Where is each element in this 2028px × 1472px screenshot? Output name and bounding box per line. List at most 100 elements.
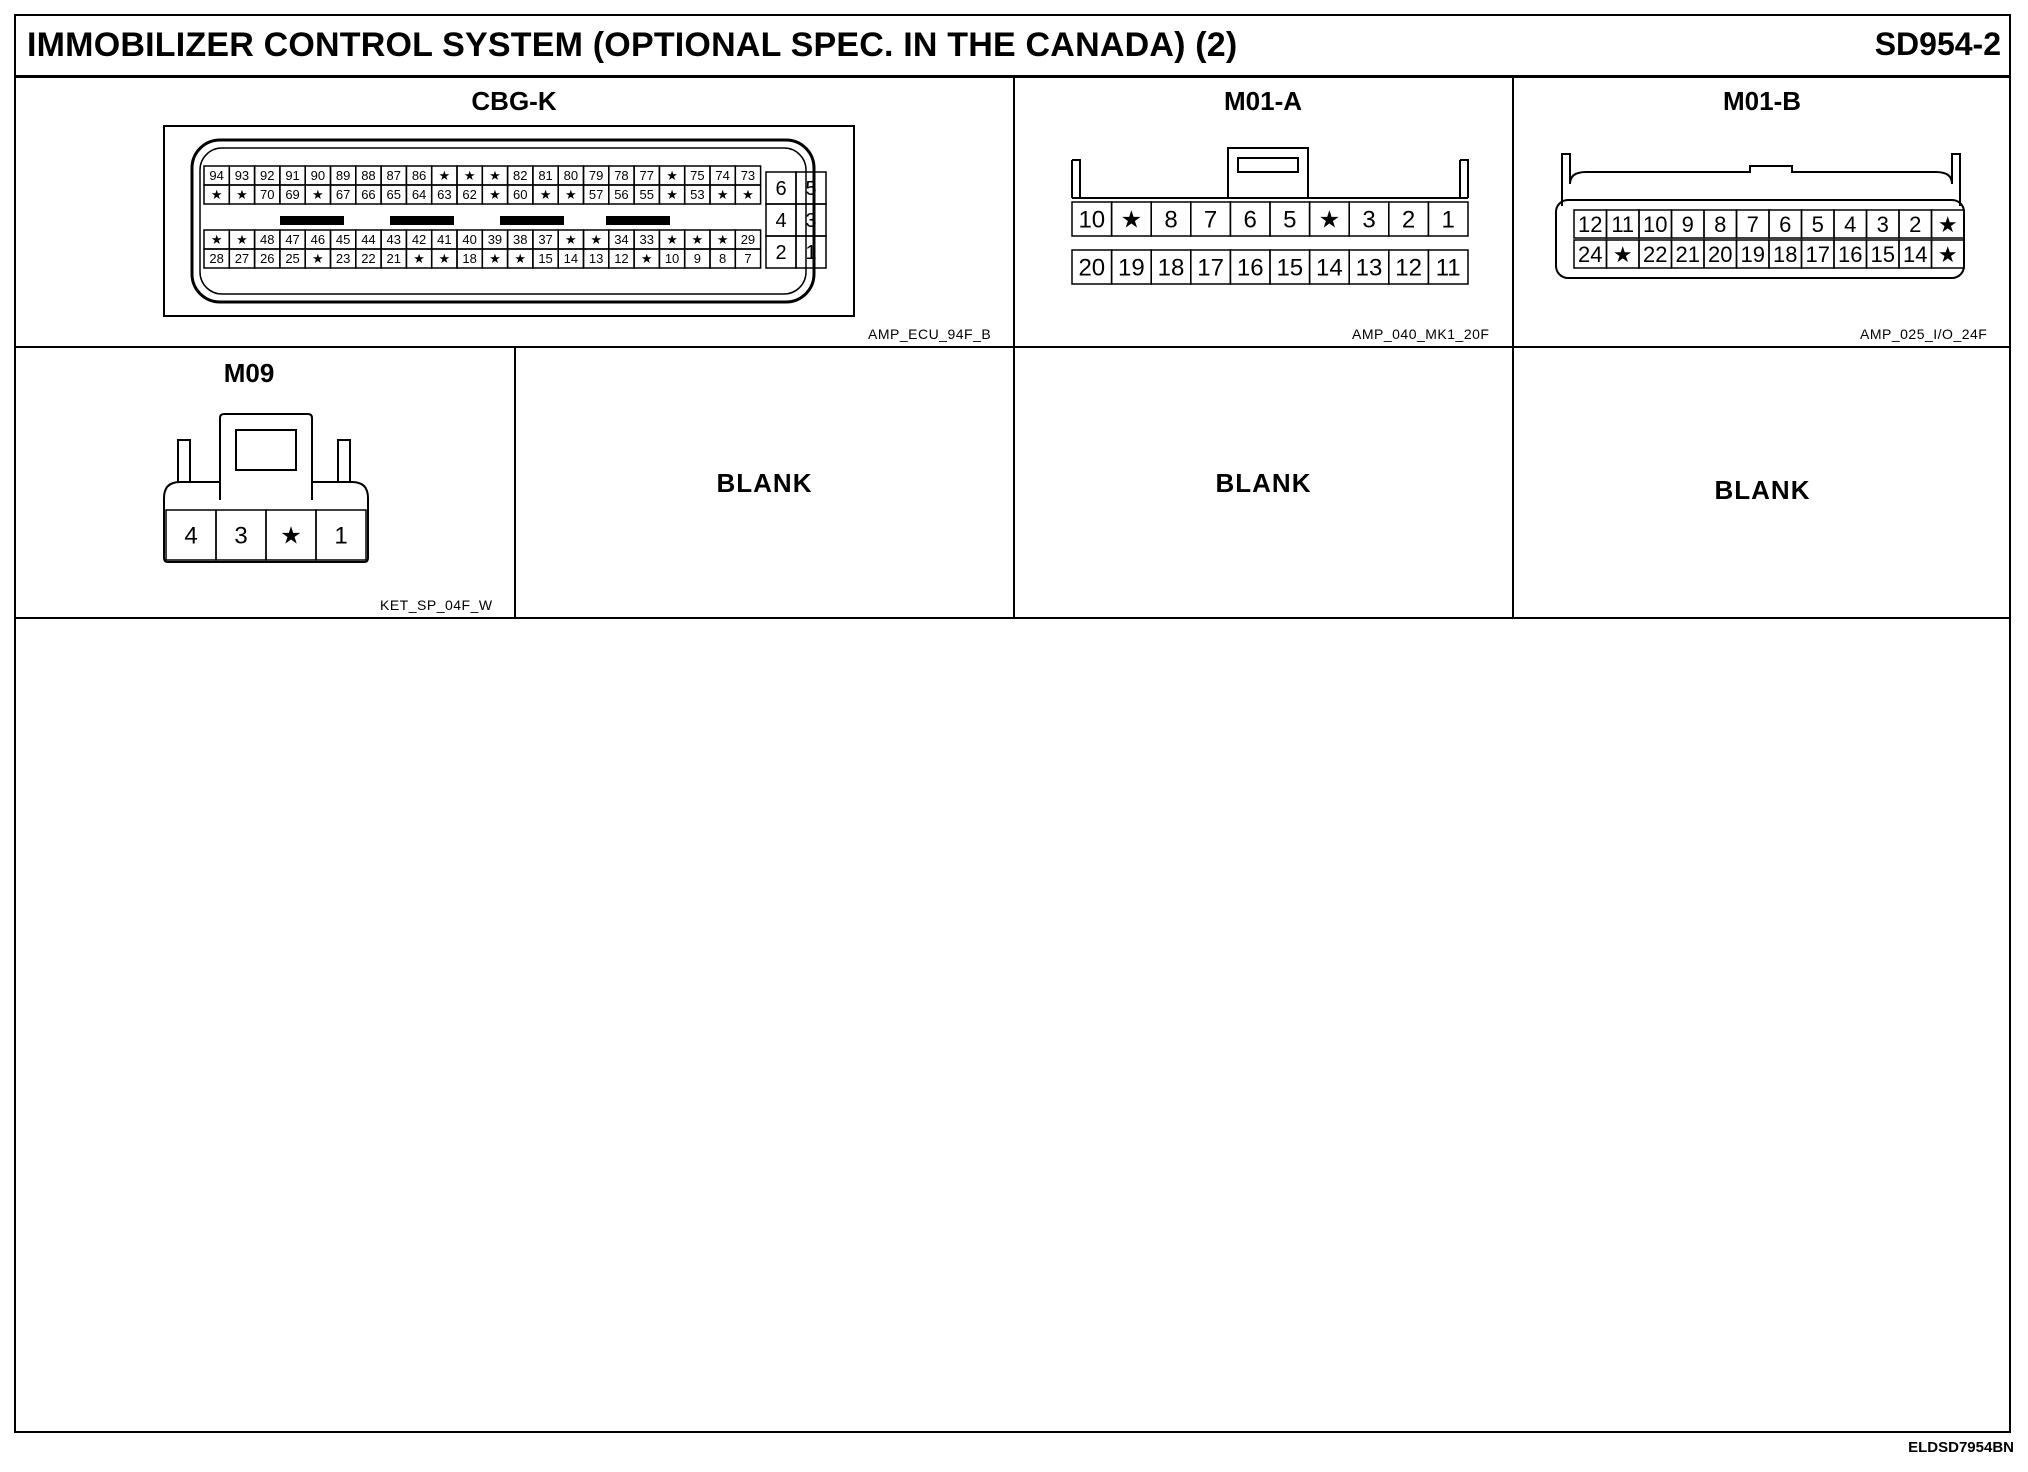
m01-a-pin-label: 20 — [1078, 255, 1105, 282]
m01-a-pin-label: 1 — [1442, 207, 1455, 234]
cbg-k-pin-label: 23 — [336, 251, 350, 266]
cbg-k-pin-label: 15 — [538, 251, 552, 266]
cbg-k-small-pin-label: 1 — [805, 242, 816, 264]
cbg-k-pin-label: ★ — [236, 187, 248, 202]
cbg-k-pin-label: 7 — [744, 251, 751, 266]
m01-a-pin-label: ★ — [1121, 207, 1143, 234]
cbg-k-small-pin-cell — [795, 235, 827, 269]
cbg-k-pin-label: 88 — [361, 168, 375, 183]
cbg-k-pin-label: 13 — [589, 251, 603, 266]
m01-a-pin-cell — [1427, 201, 1469, 237]
cbg-k-pin-label: 87 — [387, 168, 401, 183]
m01-a-pin-label: 12 — [1395, 255, 1422, 282]
cbg-k-pin-label: 73 — [741, 168, 755, 183]
cbg-k-pin-label: 65 — [387, 187, 401, 202]
cbg-k-pin-label: ★ — [565, 232, 577, 247]
cbg-k-pin-label: 39 — [488, 232, 502, 247]
cbg-k-pin-label: ★ — [236, 232, 248, 247]
m01-b-pin-cell — [1930, 239, 1965, 269]
m01-b-pin-label: 9 — [1682, 212, 1694, 237]
blank-label-3: BLANK — [1714, 475, 1811, 505]
cbg-k-pin-label: ★ — [489, 187, 501, 202]
cbg-k-pin-label: 60 — [513, 187, 527, 202]
cbg-k-pin-label: 91 — [285, 168, 299, 183]
cbg-k-pin-label: ★ — [717, 187, 729, 202]
connector-title-m01-a: M01-A — [1223, 86, 1302, 116]
connector-title-m01-b: M01-B — [1722, 86, 1801, 116]
cbg-k-pin-cell — [734, 184, 762, 205]
cbg-k-pin-label: 64 — [412, 187, 426, 202]
cbg-k-pin-label: ★ — [666, 232, 678, 247]
cbg-k-pin-label: 48 — [260, 232, 274, 247]
m09-pin-label: 3 — [234, 523, 247, 550]
m01-b-pin-label: 15 — [1871, 242, 1895, 267]
m01-b-pin-label: ★ — [1938, 242, 1958, 267]
cbg-k-pin-label: 43 — [387, 232, 401, 247]
m01-b-pin-label: 18 — [1773, 242, 1797, 267]
cbg-k-pin-label: 67 — [336, 187, 350, 202]
cbg-k-pin-label: 41 — [437, 232, 451, 247]
m01-a-pin-label: 5 — [1283, 207, 1296, 234]
cbg-k-pin-label: ★ — [717, 232, 729, 247]
row-divider-1 — [14, 346, 2011, 348]
part-code-m09: KET_SP_04F_W — [380, 597, 493, 613]
cbg-k-pin-label: 40 — [462, 232, 476, 247]
cbg-k-pin-label: 63 — [437, 187, 451, 202]
diagram-frame — [14, 14, 2011, 1433]
cbg-k-pin-label: 28 — [209, 251, 223, 266]
m01-a-pin-label: 16 — [1237, 255, 1264, 282]
cbg-k-pin-label: 21 — [387, 251, 401, 266]
cbg-k-pin-label: 92 — [260, 168, 274, 183]
cbg-k-pin-label: 14 — [564, 251, 578, 266]
part-code-m01-a: AMP_040_MK1_20F — [1352, 326, 1490, 342]
cbg-k-pin-label: 12 — [614, 251, 628, 266]
m01-a-pin-cell — [1427, 249, 1469, 285]
cbg-k-pin-label: ★ — [489, 251, 501, 266]
cbg-k-pin-label: ★ — [312, 251, 324, 266]
cbg-k-pin-label: ★ — [439, 168, 451, 183]
m01-b-pin-label: 4 — [1844, 212, 1856, 237]
m01-a-pin-label: 15 — [1276, 255, 1303, 282]
m01-a-pin-label: 19 — [1118, 255, 1145, 282]
cbg-k-pin-label: ★ — [489, 168, 501, 183]
cbg-k-pin-label: 66 — [361, 187, 375, 202]
cbg-k-pin-label: ★ — [439, 251, 451, 266]
blank-label-2: BLANK — [1215, 468, 1312, 498]
cbg-k-pin-label: ★ — [211, 232, 223, 247]
col-divider-2 — [1512, 77, 1514, 618]
cbg-k-pin-label: 37 — [538, 232, 552, 247]
m01-a-pin-label: 7 — [1204, 207, 1217, 234]
cbg-k-pin-label: 45 — [336, 232, 350, 247]
cbg-k-pin-label: 38 — [513, 232, 527, 247]
connector-title-m09: M09 — [223, 358, 275, 388]
cbg-k-small-pin-label: 6 — [775, 178, 786, 200]
cbg-k-pin-label: ★ — [590, 232, 602, 247]
col-divider-1 — [1013, 77, 1015, 618]
cbg-k-pin-label: 26 — [260, 251, 274, 266]
cbg-k-pin-label: 18 — [462, 251, 476, 266]
part-code-cbg-k: AMP_ECU_94F_B — [868, 326, 992, 342]
cbg-k-small-pin-label: 5 — [805, 178, 816, 200]
cbg-k-pin-label: 25 — [285, 251, 299, 266]
m01-b-pin-label: 10 — [1643, 212, 1667, 237]
cbg-k-pin-label: 77 — [640, 168, 654, 183]
m01-b-pin-label: 14 — [1903, 242, 1927, 267]
m09-pin-label: 4 — [184, 523, 197, 550]
m01-b-pin-label: 7 — [1747, 212, 1759, 237]
m01-a-pin-label: 17 — [1197, 255, 1224, 282]
m01-a-pin-label: 13 — [1356, 255, 1383, 282]
cbg-k-small-pin-label: 3 — [805, 210, 816, 232]
m01-a-pin-label: ★ — [1319, 207, 1341, 234]
cbg-k-pin-label: ★ — [413, 251, 425, 266]
cbg-k-pin-label: 69 — [285, 187, 299, 202]
header-divider — [14, 75, 2011, 78]
m01-b-pin-label: 17 — [1806, 242, 1830, 267]
cbg-k-pin-label: 22 — [361, 251, 375, 266]
m01-a-pin-label: 14 — [1316, 255, 1343, 282]
cbg-k-pin-label: 29 — [741, 232, 755, 247]
blank-label-1: BLANK — [716, 468, 813, 498]
cbg-k-pin-label: 79 — [589, 168, 603, 183]
cbg-k-pin-label: 27 — [235, 251, 249, 266]
